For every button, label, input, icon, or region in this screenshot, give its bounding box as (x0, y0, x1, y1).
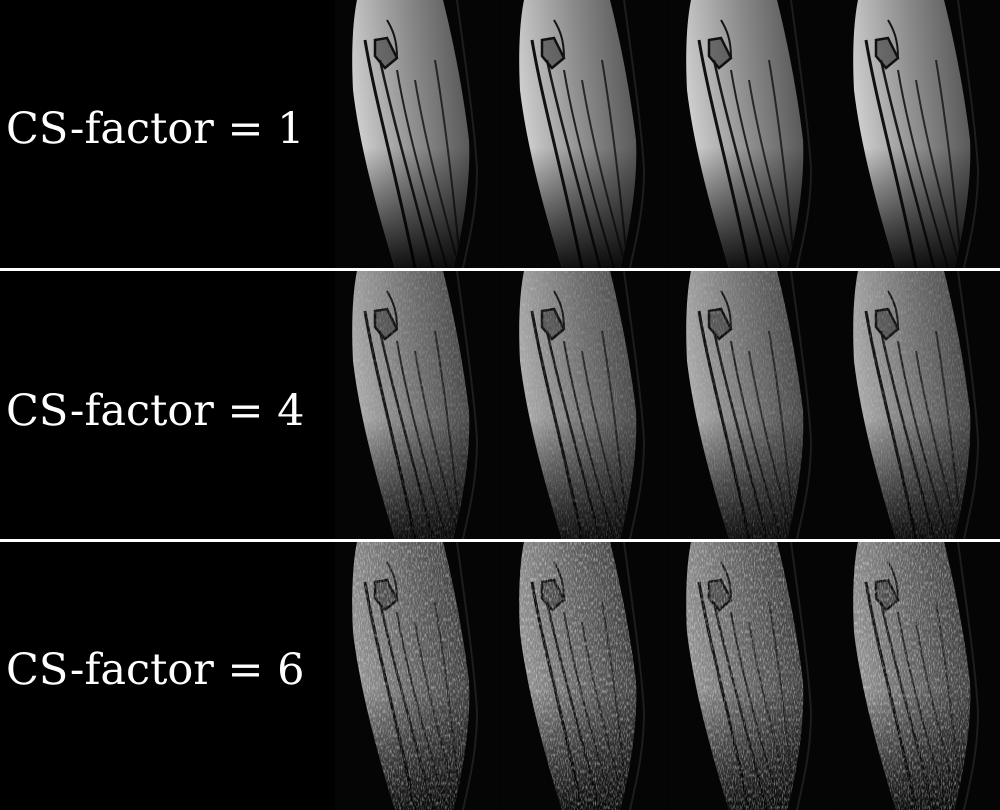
row-separator (0, 539, 1000, 542)
mri-frame (335, 271, 499, 539)
row-cs-factor-6: CS-factor = 6 (0, 542, 1000, 810)
row-label: CS-factor = 6 (6, 645, 305, 695)
mri-frame (335, 542, 499, 810)
row-label: CS-factor = 1 (6, 104, 305, 154)
image-strip (335, 271, 1000, 539)
mri-frame (836, 0, 1000, 268)
row-label: CS-factor = 4 (6, 386, 305, 436)
mri-frame (669, 0, 833, 268)
mri-frame (836, 542, 1000, 810)
row-cs-factor-1: CS-factor = 1 (0, 0, 1000, 268)
mri-frame (669, 271, 833, 539)
mri-frame (502, 542, 666, 810)
image-strip (335, 0, 1000, 268)
mri-frame (502, 271, 666, 539)
image-strip (335, 542, 1000, 810)
mri-frame (335, 0, 499, 268)
row-cs-factor-4: CS-factor = 4 (0, 271, 1000, 539)
mri-frame (502, 0, 666, 268)
mri-frame (836, 271, 1000, 539)
row-separator (0, 268, 1000, 271)
mri-frame (669, 542, 833, 810)
